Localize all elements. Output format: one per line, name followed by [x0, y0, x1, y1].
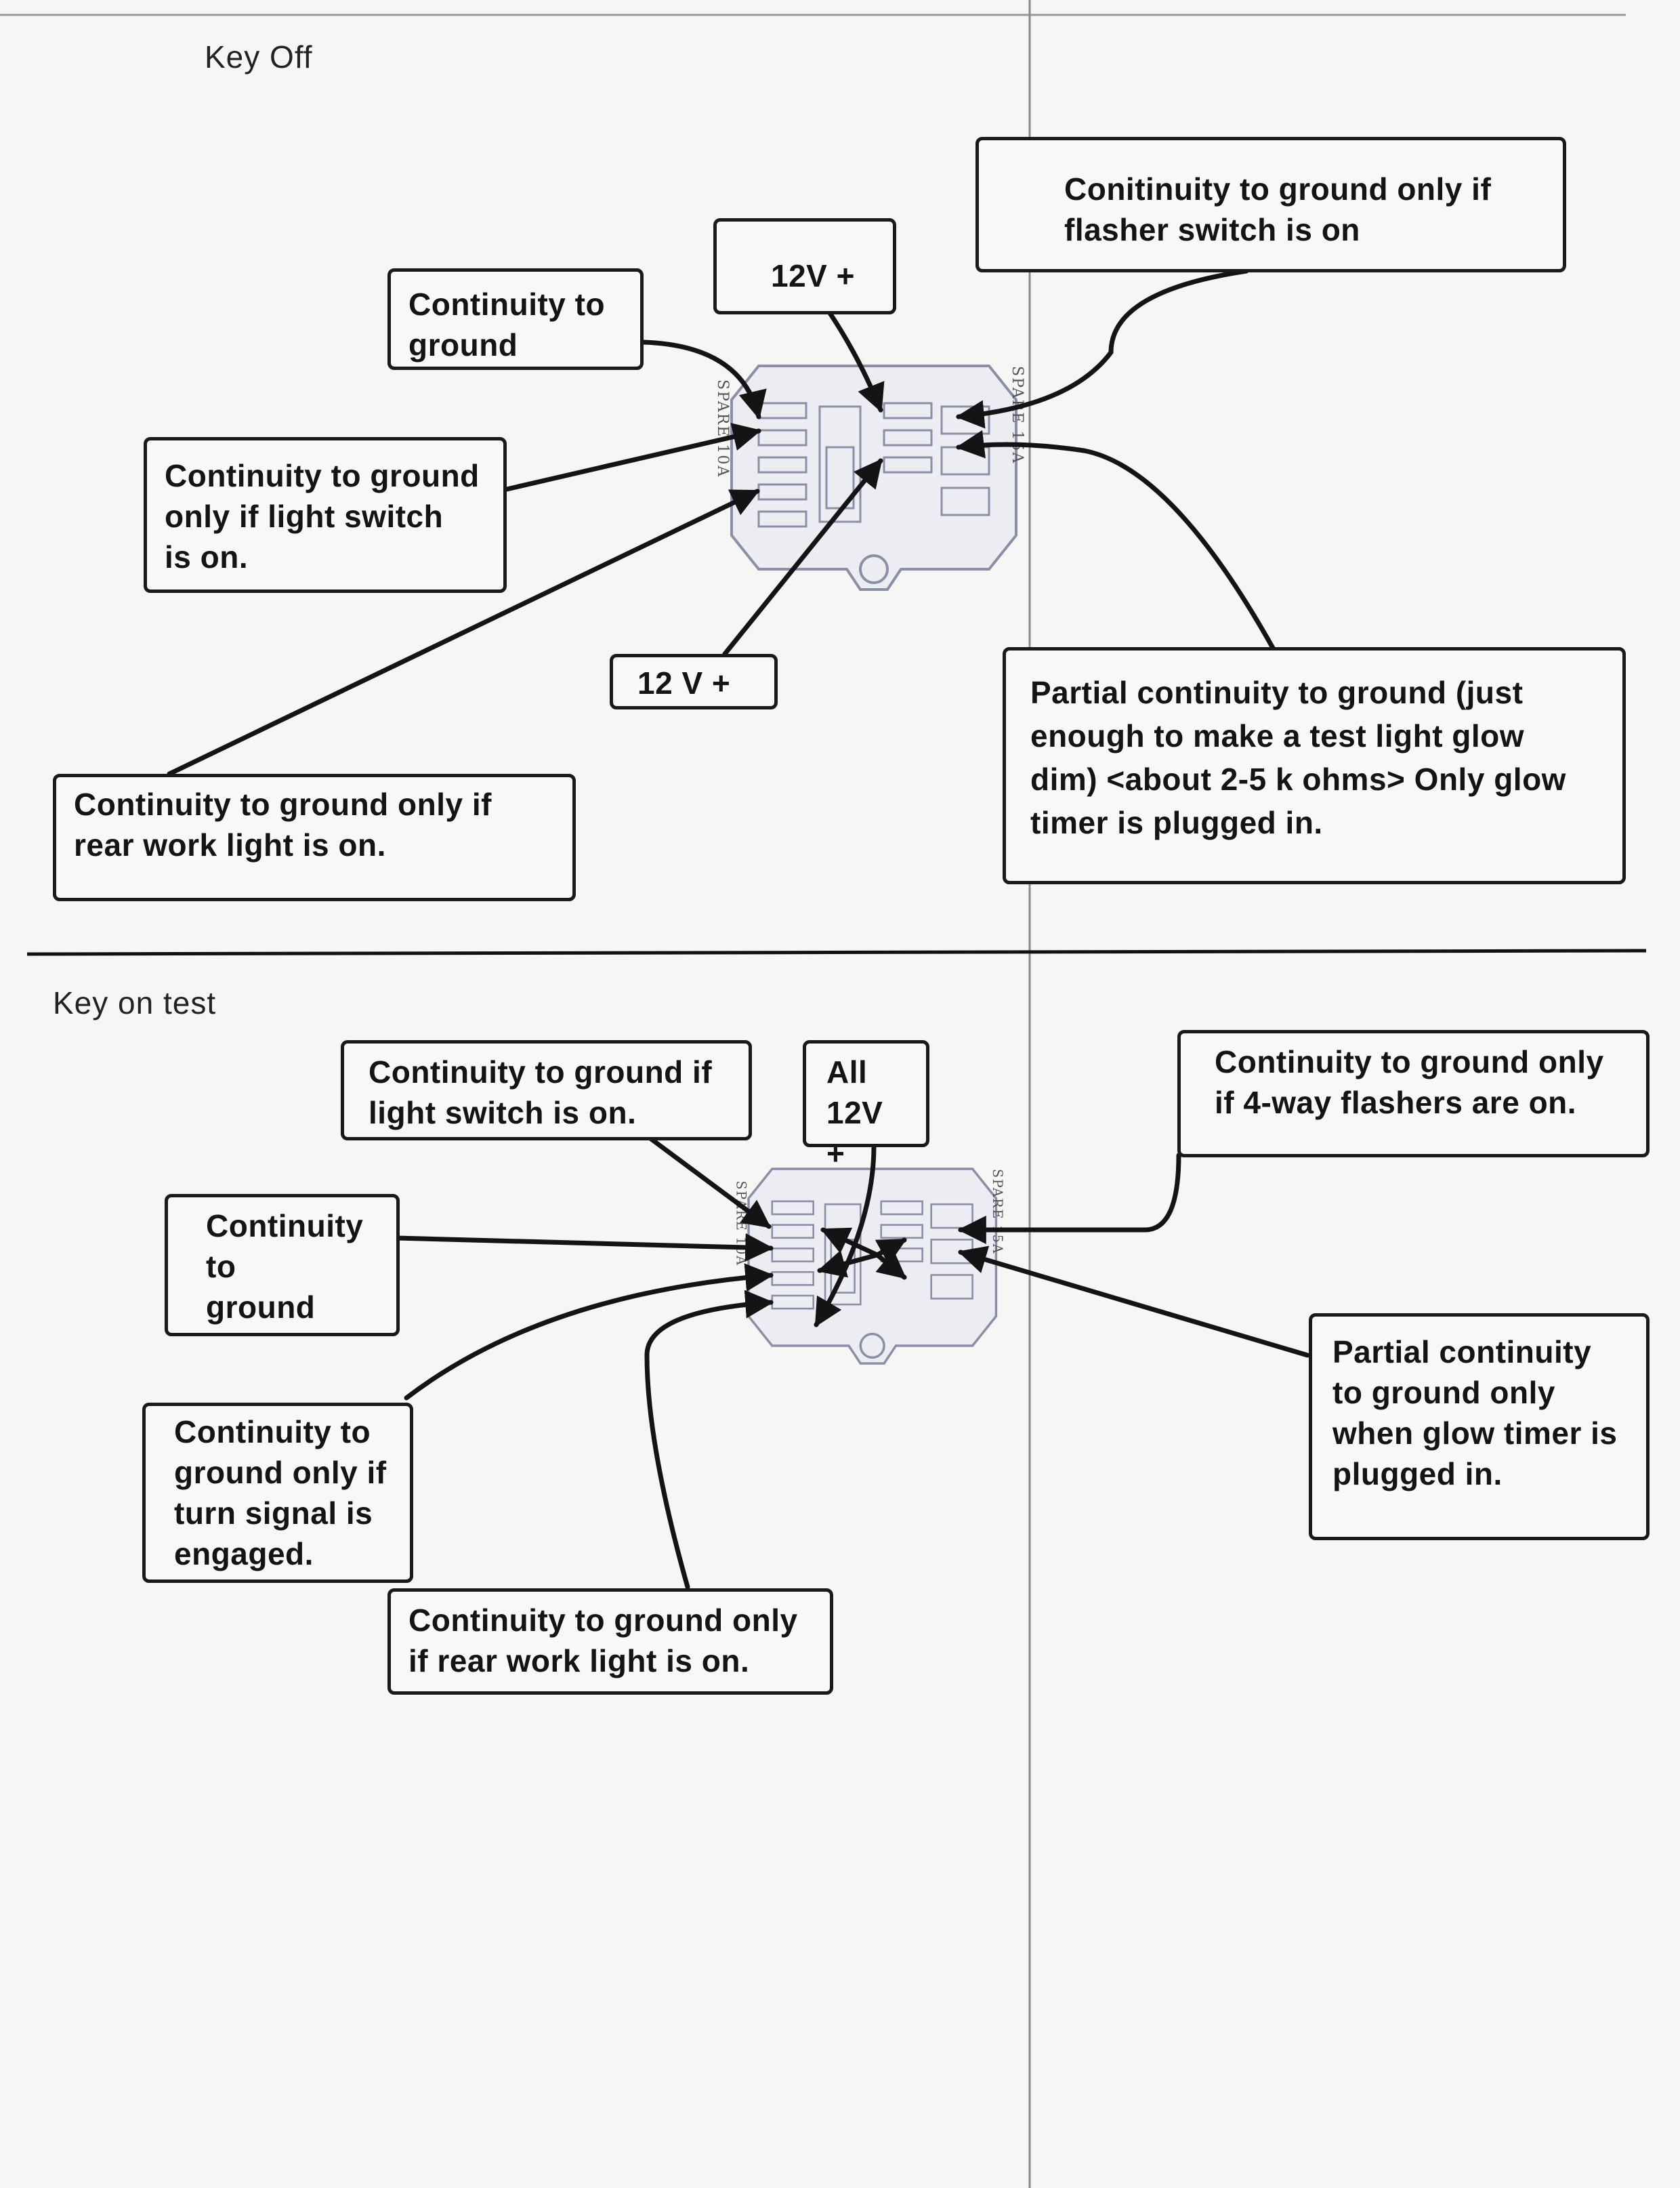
arrow-bottom-rear-work-light: [644, 1289, 774, 1590]
arrow-top-rear-work-light: [167, 489, 760, 777]
callout-top-continuity-to-ground: Continuity to ground: [387, 268, 644, 370]
callout-bottom-continuity-to-ground: Continuity to ground: [165, 1194, 400, 1336]
callout-top-light-switch: Continuity to ground only if light switc…: [144, 437, 507, 593]
section-label-key-off: Key Off: [205, 39, 313, 75]
callout-bottom-rear-work-light: Continuity to ground only if rear work l…: [387, 1588, 833, 1695]
arrow-top-12v-upper: [827, 310, 885, 413]
arrow-top-flasher: [955, 268, 1249, 429]
fuse-box-top: SPARE 10A SPARE 15A: [714, 365, 1026, 591]
arrow-top-glow-timer: [955, 430, 1276, 652]
fuse-box-bottom-label-left: SPARE 10A: [734, 1180, 749, 1266]
callout-top-12v-upper: 12V +: [713, 218, 896, 314]
bottom-arrows: [394, 1136, 1310, 1590]
fuse-box-bottom-label-right: SPARE 15A: [990, 1169, 1005, 1254]
callout-bottom-light-switch: Continuity to ground if light switch is …: [341, 1040, 752, 1140]
callout-top-rear-work-light: Continuity to ground only if rear work l…: [53, 774, 576, 901]
arrow-bottom-turn-signal: [404, 1263, 774, 1401]
callout-top-glow-timer: Partial continuity to ground (just enoug…: [1003, 647, 1626, 884]
arrow-bottom-glow-timer: [957, 1245, 1310, 1358]
arrow-top-continuity: [641, 339, 767, 420]
callout-bottom-glow-timer: Partial continuity to ground only when g…: [1309, 1313, 1650, 1540]
section-divider: [26, 949, 1647, 956]
callout-bottom-four-way: Continuity to ground only if 4-way flash…: [1177, 1030, 1650, 1157]
fuse-box-top-label-left: SPARE 10A: [714, 379, 731, 478]
top-arrows: [167, 268, 1276, 777]
arrow-bottom-four-way: [957, 1153, 1181, 1244]
arrow-bottom-12v-fan-2: [816, 1250, 880, 1278]
callout-bottom-all-12v: All 12V +: [803, 1040, 929, 1171]
fuse-box-top-label-right: SPARE 15A: [1009, 366, 1026, 464]
arrow-top-light-switch: [504, 423, 762, 492]
arrow-bottom-continuity: [394, 1233, 774, 1262]
callout-bottom-turn-signal: Continuity to ground only if turn signal…: [142, 1403, 413, 1583]
arrow-bottom-12v-fan-4: [875, 1250, 907, 1280]
section-label-key-on: Key on test: [53, 985, 217, 1020]
callout-top-12v-lower: 12 V +: [610, 654, 778, 709]
arrow-bottom-12v-fan-1: [820, 1227, 880, 1258]
arrow-bottom-all-12v: [814, 1144, 877, 1327]
callout-top-flasher-switch: Conitinuity to ground only if flasher sw…: [975, 137, 1566, 272]
arrow-bottom-light-switch: [648, 1136, 772, 1229]
arrow-top-12v-lower: [722, 458, 883, 657]
